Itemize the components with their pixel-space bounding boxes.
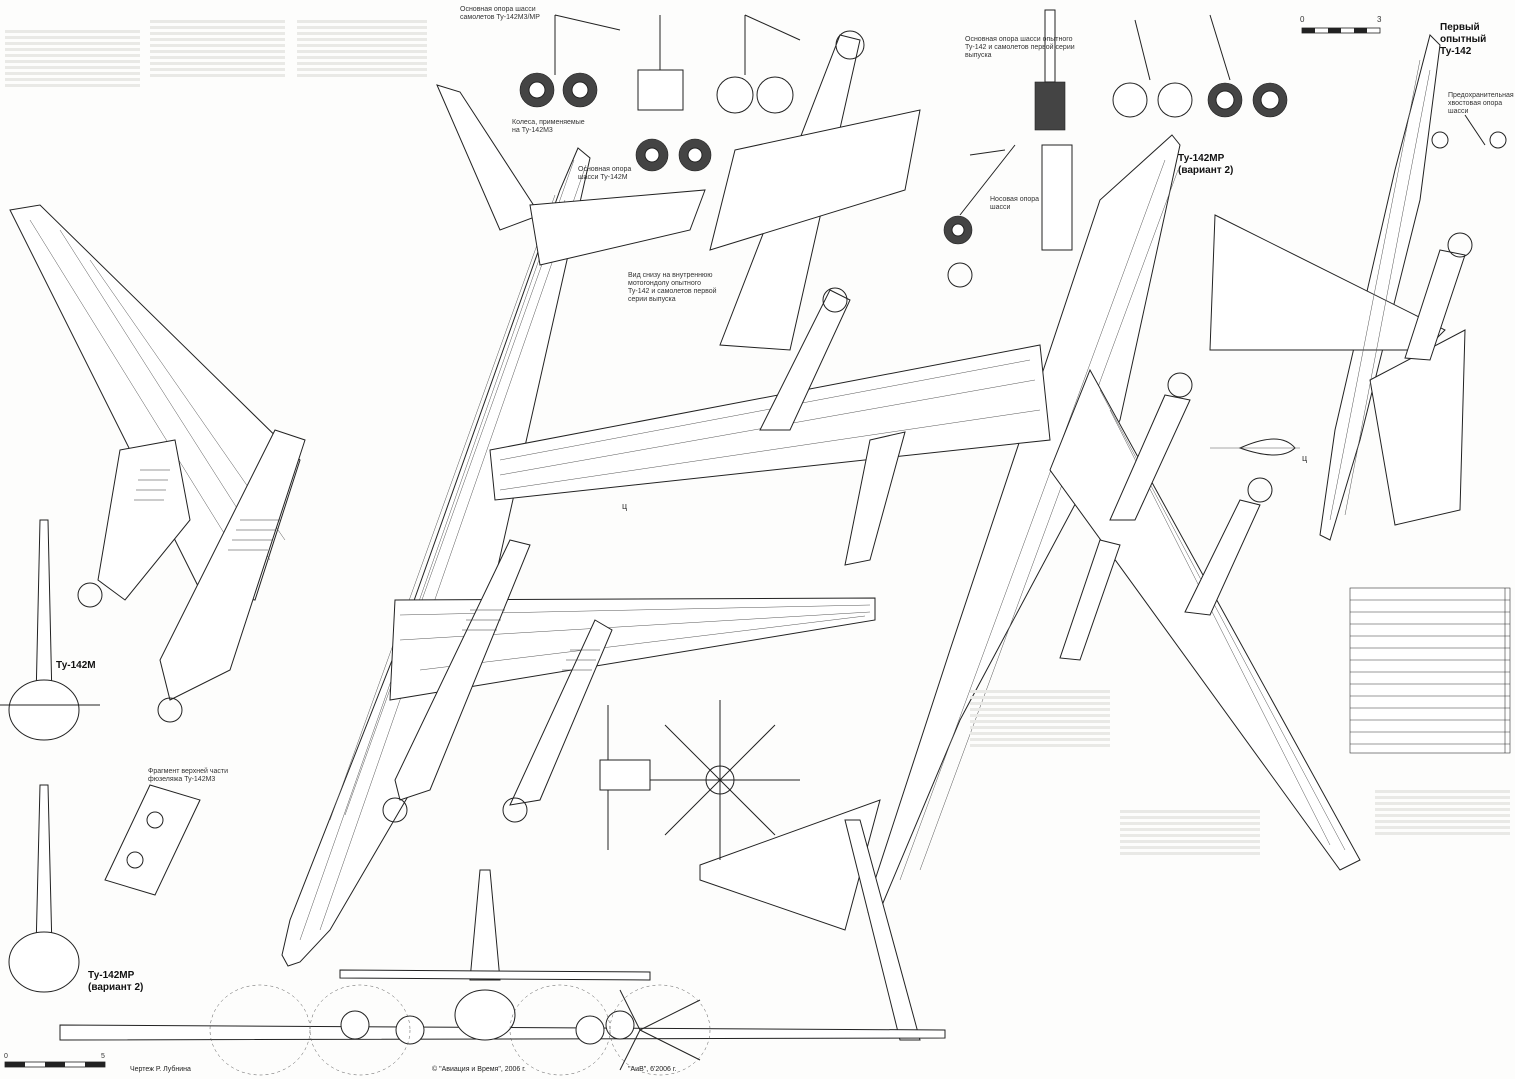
scale-bottom-start: 0 [4,1053,8,1060]
aircraft-center-bottom-view [489,30,1361,1041]
title-tu142mr-right: Ту-142МР (вариант 2) [1178,153,1233,177]
scale-bar-top [1301,27,1381,34]
title-line: Ту-142МР [1178,153,1225,164]
article-text-block [1120,810,1260,1060]
propeller-details [599,700,800,860]
article-text-block [970,690,1110,1050]
title-tu142m: Ту-142М [56,660,96,671]
scale-top-start: 0 [1300,15,1305,24]
aircraft-front-view [59,869,946,1076]
title-line: (вариант 2) [88,982,144,993]
label-tail-bumper: Предохранительная хвостовая опора шасси [1448,92,1514,115]
credit-issue: "АиВ", 6'2006 г. [628,1066,677,1073]
title-line: Ту-142 [1440,46,1472,57]
label-main-gear-proto: Основная опора шасси опытного Ту-142 и с… [965,36,1075,59]
scale-bar-bottom [4,1061,106,1068]
label-nacelle-view: Вид снизу на внутреннюю мотогондолу опыт… [628,272,717,303]
label-main-gear-m: Основная опора шасси Ту-142М [578,166,632,181]
label-main-gear-m3: Основная опора шасси самолетов Ту-142М3/… [460,6,540,21]
small-views-left [0,519,201,993]
section-mark: ц [1302,453,1308,463]
article-text-block [1375,790,1510,1050]
title-tu142mr-left: Ту-142МР (вариант 2) [88,970,143,994]
article-text-block [297,20,427,360]
title-prototype: Первый опытный Ту-142 [1440,22,1515,58]
landing-gear-details [519,9,1507,456]
scale-bottom-end: 5 [101,1053,105,1060]
credit-copyright: © "Авиация и Время", 2006 г. [432,1066,526,1073]
section-mark: ц [622,501,628,511]
title-line: Первый опытный [1440,22,1487,45]
title-line: Ту-142МР [88,970,135,981]
aircraft-left-top-view [9,84,876,967]
label-fuselage-fragment: Фрагмент верхней части фюзеляжа Ту-142М3 [148,768,229,783]
title-line: (вариант 2) [1178,165,1234,176]
article-text-block [5,30,140,280]
article-text-block [150,20,285,310]
label-nose-gear: Носовая опора шасси [990,196,1040,211]
credit-drawing: Чертеж Р. Лубнина [130,1066,191,1073]
label-wheels-m3: Колеса, применяемые на Ту-142М3 [512,119,585,134]
scale-top-end: 3 [1377,15,1382,24]
spec-table [1349,587,1511,754]
aircraft-right-prototype-view [1209,34,1473,541]
